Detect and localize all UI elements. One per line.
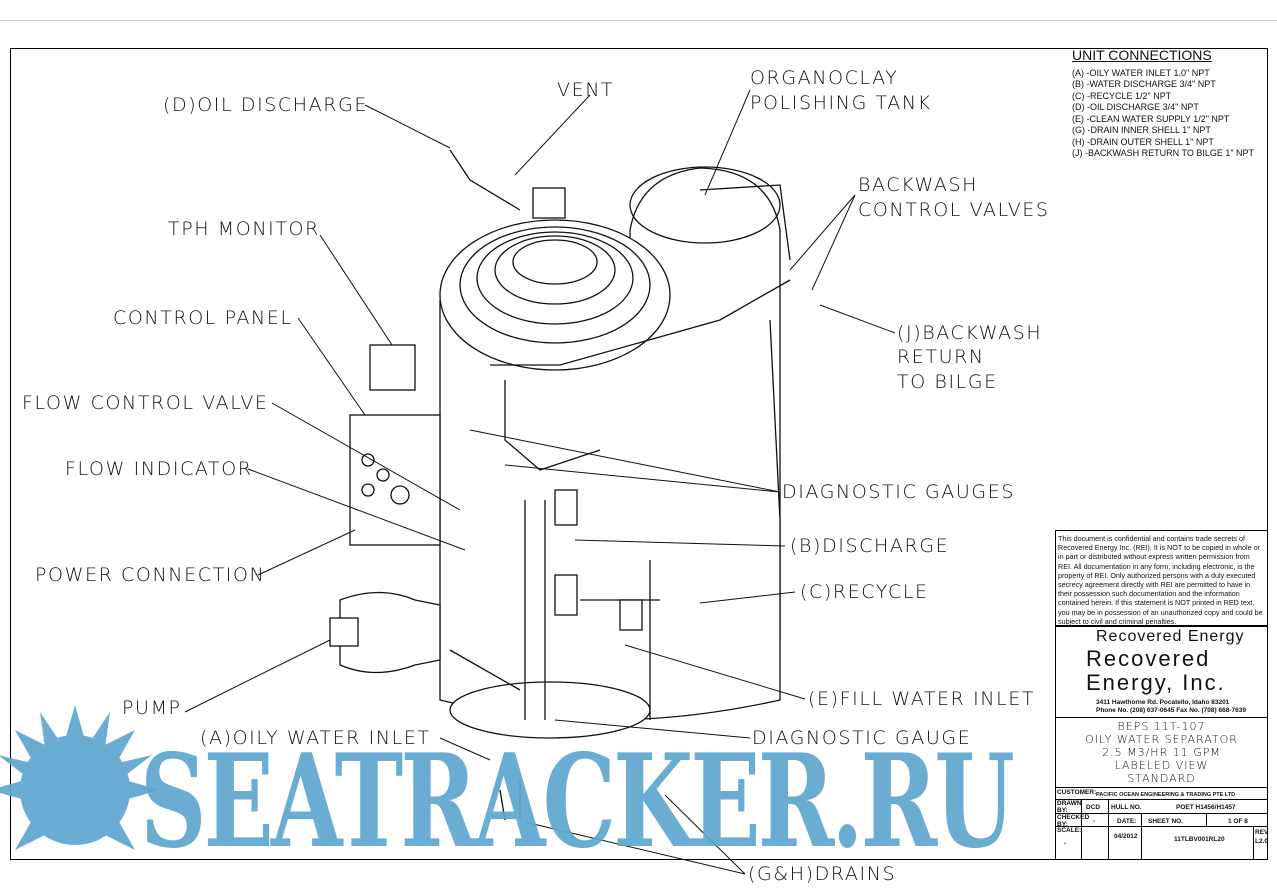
label-diagnostic-gauges: DIAGNOSTIC GAUGES [782, 481, 1015, 503]
label-a-oily-water-inlet: (A)OILY WATER INLET [200, 727, 431, 749]
label-flow-indicator: FLOW INDICATOR [65, 458, 253, 480]
label-c-recycle: (C)RECYCLE [800, 581, 929, 603]
label-return: RETURN [897, 346, 985, 368]
divider [1056, 799, 1267, 800]
rev-label: REV [1255, 829, 1269, 836]
label-oil-discharge: (D)OIL DISCHARGE [163, 94, 369, 116]
title-block: Recovered Energy Recovered Energy, Inc. … [1055, 626, 1268, 860]
company-name-large-2: Energy, Inc. [1086, 670, 1226, 695]
label-power-connection: POWER CONNECTION [35, 564, 266, 586]
drawing-title-5: STANDARD [1127, 772, 1196, 785]
divider [1056, 717, 1267, 718]
hull-value: POET H1456/H1457 [1176, 804, 1236, 811]
pump [339, 591, 441, 674]
label-control-panel: CONTROL PANEL [113, 307, 293, 329]
label-control-valves: CONTROL VALVES [858, 199, 1050, 221]
connection-item: (C) -RECYCLE 1/2" NPT [1072, 90, 1172, 101]
connection-item: (D) -OIL DISCHARGE 3/4" NPT [1072, 102, 1199, 112]
confidentiality-notice: This document is confidential and contai… [1055, 530, 1268, 626]
label-tph-monitor: TPH MONITOR [168, 218, 320, 240]
divider [1056, 787, 1267, 788]
label-polishing-tank: POLISHING TANK [750, 92, 932, 114]
connection-item: (H) -DRAIN OUTER SHELL 1" NPT [1072, 136, 1214, 147]
unit-connections-title: UNIT CONNECTIONS [1072, 47, 1212, 63]
date-label: DATE: [1117, 818, 1137, 825]
checked-by-value: - [1093, 818, 1096, 825]
label-flow-control-valve: FLOW CONTROL VALVE [22, 392, 269, 414]
control-panel-box [349, 414, 441, 546]
divider [1056, 813, 1267, 814]
leader-lines [184, 89, 896, 875]
label-j-backwash: (J)BACKWASH [897, 322, 1043, 344]
customer-label: CUSTOMER: [1057, 789, 1097, 796]
label-b-discharge: (B)DISCHARGE [790, 535, 950, 557]
pump-motor-box [329, 617, 359, 647]
label-diagnostic-gauge: DIAGNOSTIC GAUGE [752, 727, 972, 749]
divider [1081, 799, 1082, 859]
scale-value: - [1064, 840, 1067, 847]
panel-knobs [361, 453, 410, 505]
company-name-large-1: Recovered [1086, 646, 1211, 671]
divider [1056, 826, 1267, 827]
tph-monitor [532, 187, 566, 219]
label-organoclay: ORGANOCLAY [750, 67, 899, 89]
solenoid-valves [554, 489, 643, 631]
label-e-fill-water-inlet: (E)FILL WATER INLET [808, 688, 1036, 710]
watermark-text: SEATRACKER.RU [140, 727, 1015, 877]
sheet-label: SHEET NO. [1148, 818, 1184, 825]
drawing-title-3: 2.5 M3/HR 11 GPM [1102, 746, 1221, 759]
address: 3411 Hawthorne Rd. Pocatello, Idaho 8320… [1096, 699, 1230, 706]
unit-connections-legend: UNIT CONNECTIONS (A) -OILY WATER INLET 1… [1055, 48, 1268, 160]
divider [1206, 813, 1207, 826]
dome-rings [459, 226, 651, 344]
drawing-title-1: BEPS 11T-107 [1117, 720, 1206, 733]
watermark-sun-logo [0, 705, 160, 850]
label-gh-drains: (G&H)DRAINS [748, 863, 897, 885]
divider [1253, 826, 1254, 859]
connection-item: (J) -BACKWASH RETURN TO BILGE 1" NPT [1072, 148, 1255, 158]
date-value: 04/2012 [1114, 833, 1138, 840]
top-divider [0, 20, 1277, 21]
divider [1108, 799, 1109, 859]
checked-by-label: CHECKED BY: [1057, 814, 1090, 828]
connection-item: (E) -CLEAN WATER SUPPLY 1/2" NPT [1072, 113, 1230, 124]
customer-value: PACIFIC OCEAN ENGINEERING & TRADING PTE … [1096, 792, 1236, 798]
drawing-title-2: OILY WATER SEPARATOR [1085, 733, 1238, 746]
label-backwash: BACKWASH [858, 174, 979, 196]
connection-item: (G) -DRAIN INNER SHELL 1" NPT [1072, 125, 1211, 135]
label-pump: PUMP [122, 697, 182, 719]
drawn-by-label: DRAWN BY: [1057, 800, 1082, 814]
company-logo: Recovered Energy [1096, 628, 1245, 645]
company-address: 3411 Hawthorne Rd. Pocatello, Idaho 8320… [1096, 699, 1246, 714]
label-vent: VENT [557, 79, 615, 101]
organoclay-lid [629, 166, 781, 244]
rev-value: L2.0 [1255, 838, 1269, 845]
label-to-bilge: TO BILGE [897, 371, 998, 393]
drawn-by-value: DCD [1086, 804, 1101, 811]
phone: Phone No. (208) 637-0645 Fax No. (708) 6… [1096, 706, 1246, 714]
scale-label: SCALE: [1057, 827, 1082, 834]
connection-item: (A) -OILY WATER INLET 1.0" NPT [1072, 67, 1210, 78]
divider [1141, 813, 1142, 859]
tph-box [369, 344, 416, 391]
main-vessel [439, 300, 781, 721]
vessel-dome [439, 219, 671, 371]
drawing-number: 11TLBV001RL20 [1174, 836, 1225, 843]
sheet-value: 1 OF 8 [1228, 818, 1248, 825]
hull-label: HULL NO. [1111, 804, 1142, 811]
connection-item: (B) -WATER DISCHARGE 3/4" NPT [1072, 79, 1216, 89]
drawing-border [10, 48, 1268, 860]
drawing-title-4: LABELED VIEW [1114, 759, 1209, 772]
